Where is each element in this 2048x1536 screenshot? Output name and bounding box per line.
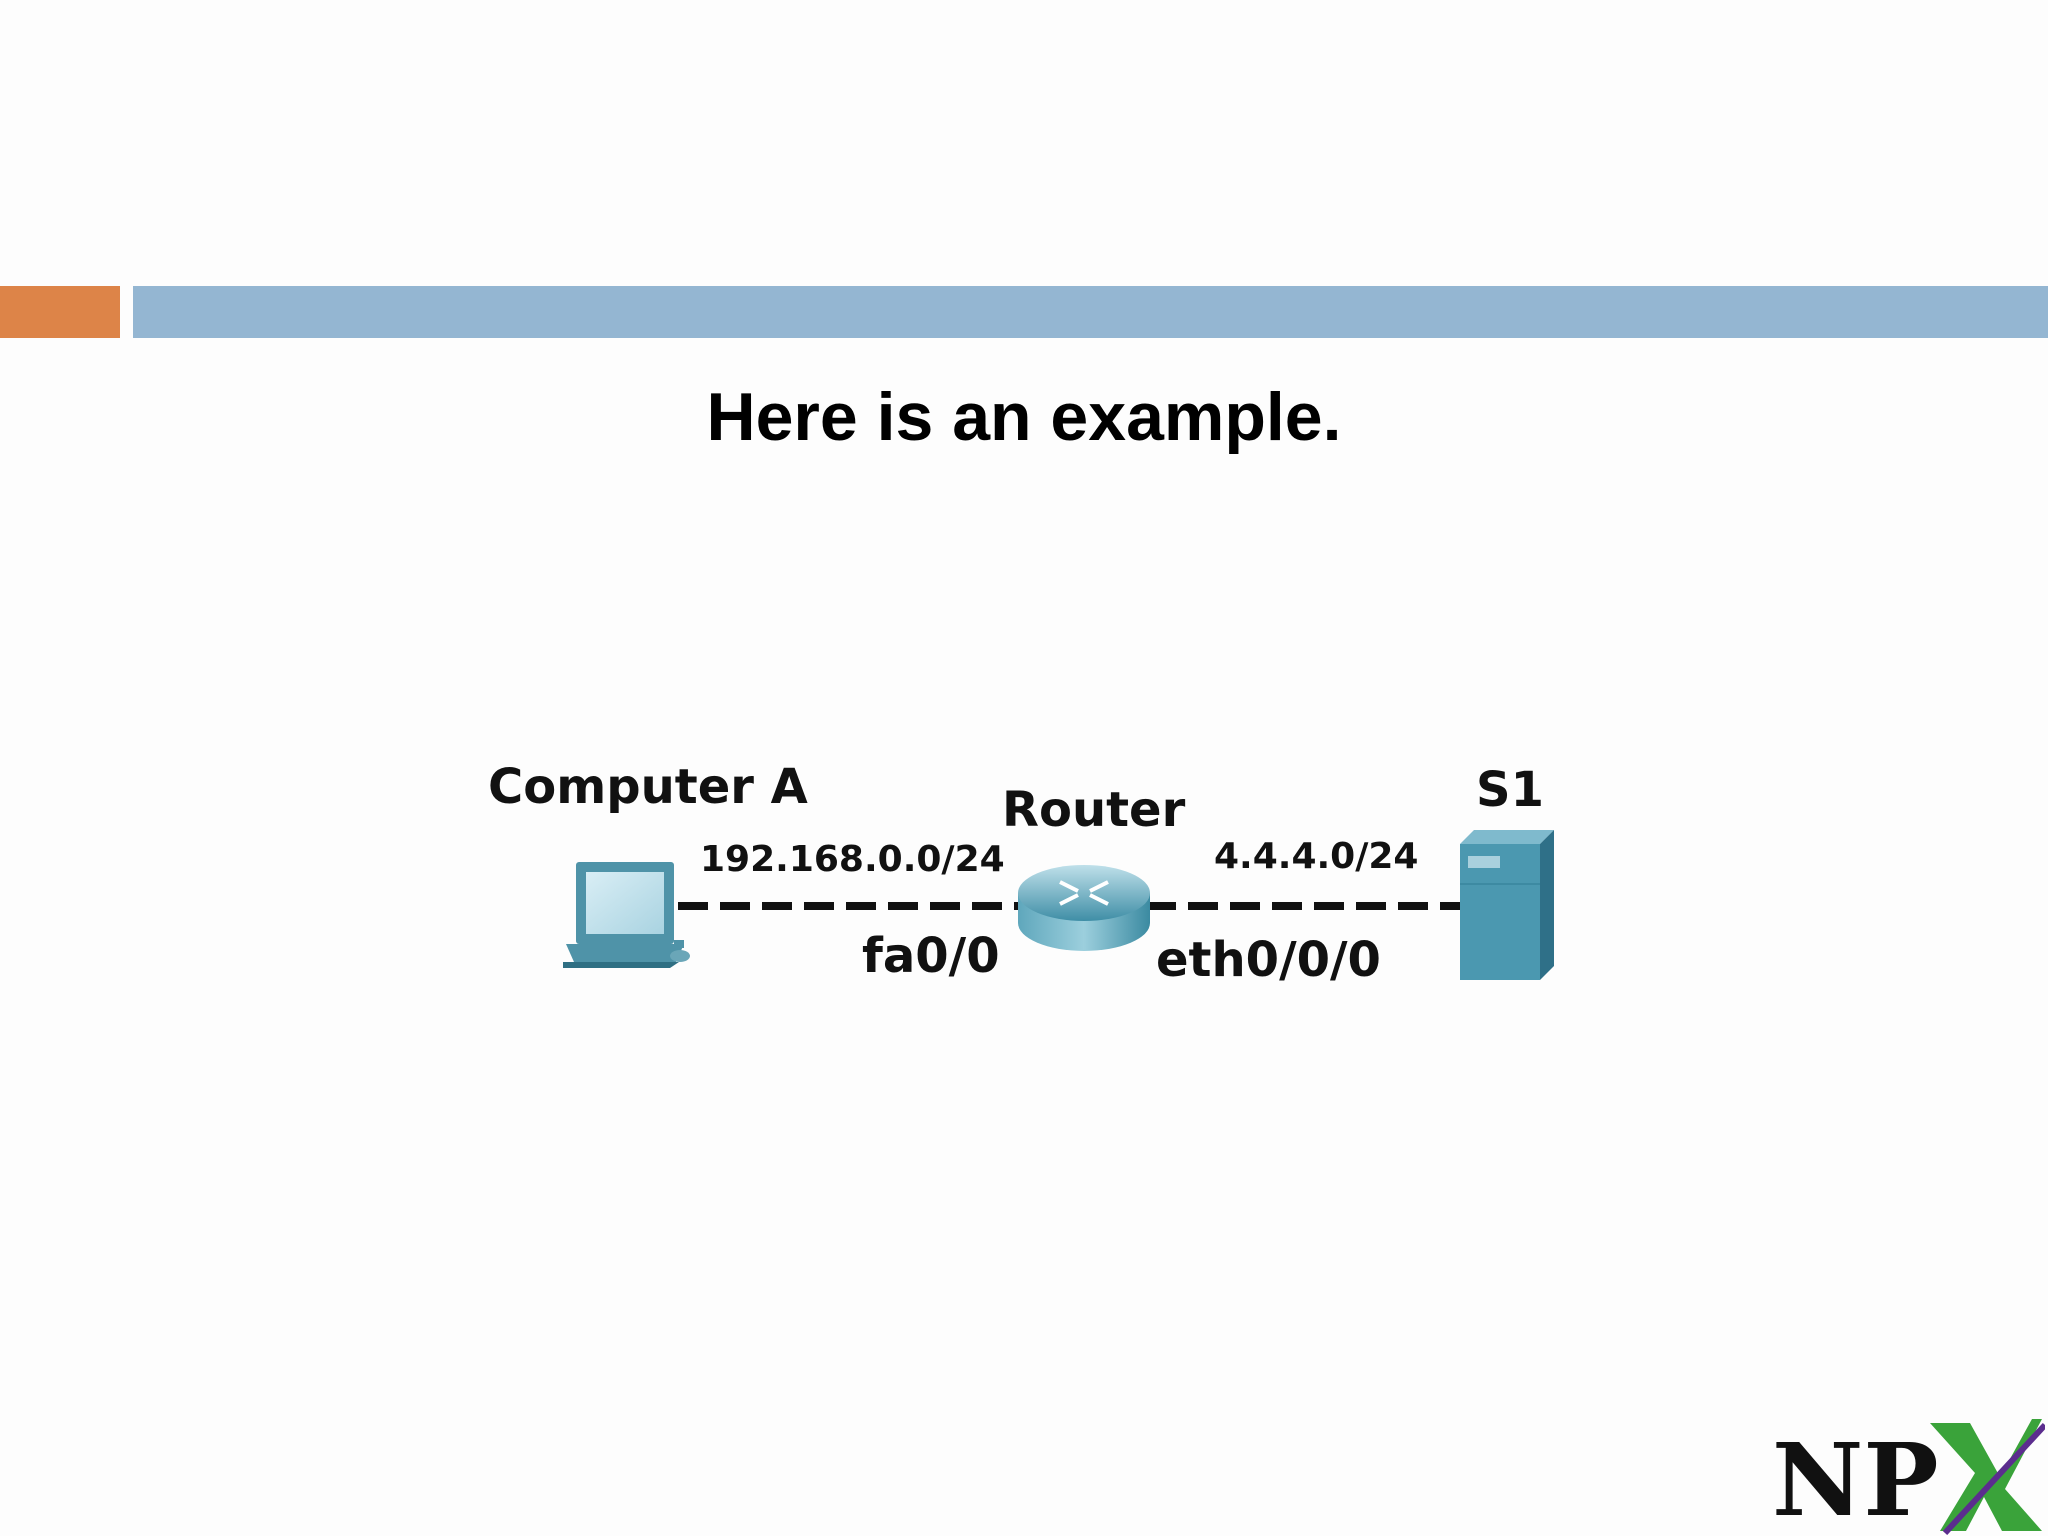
network-label-right: 4.4.4.0/24 <box>1214 836 1418 877</box>
network-label-left: 192.168.0.0/24 <box>700 839 1005 880</box>
slide-title: Here is an example. <box>706 379 1342 455</box>
interface-label-right: eth0/0/0 <box>1156 932 1381 988</box>
router-label: Router <box>1002 782 1186 838</box>
interface-label-left: fa0/0 <box>862 928 1000 984</box>
server-label: S1 <box>1476 762 1544 818</box>
svg-text:NP: NP <box>1772 1421 1939 1535</box>
laptop-icon <box>563 862 690 968</box>
npx-logo: NP <box>1772 1419 2045 1535</box>
router-icon <box>1018 865 1150 951</box>
computer-label: Computer A <box>488 759 808 815</box>
accent-bar-orange <box>0 286 120 338</box>
accent-bar-blue <box>133 286 2048 338</box>
server-icon <box>1460 830 1554 980</box>
